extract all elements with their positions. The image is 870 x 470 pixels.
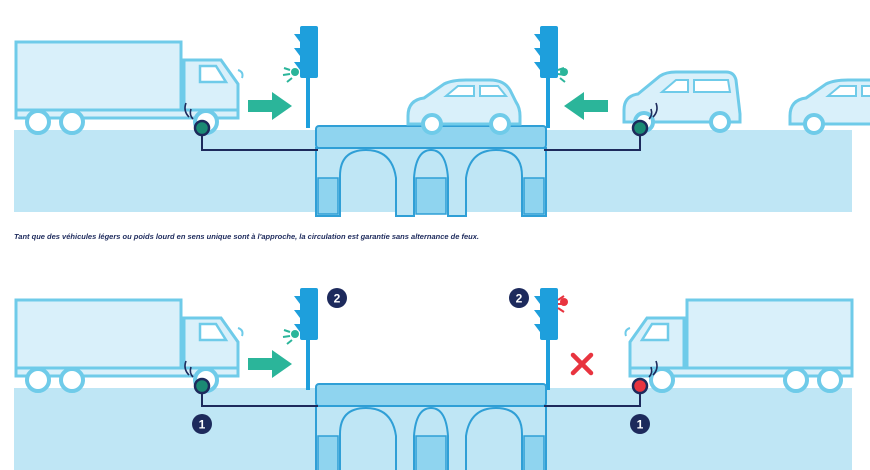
truck-icon	[14, 298, 245, 393]
arrow-left-icon	[564, 92, 608, 120]
traffic-light-icon	[534, 288, 568, 390]
sensor-icon	[631, 102, 658, 137]
sensor-icon	[184, 360, 211, 395]
svg-text:1: 1	[199, 418, 206, 432]
car-icon	[788, 78, 870, 135]
badge-sensor-left: 1	[192, 414, 212, 434]
traffic-light-icon	[534, 26, 568, 128]
svg-text:1: 1	[637, 418, 644, 432]
diagram-caption: Tant que des véhicules légers ou poids l…	[14, 232, 479, 241]
badge-light-left: 2	[327, 288, 347, 308]
truck-icon	[623, 298, 854, 393]
svg-text:2: 2	[334, 292, 341, 306]
sensor-icon	[631, 360, 658, 395]
arrow-right-icon	[248, 350, 292, 378]
badge-sensor-right: 1	[630, 414, 650, 434]
truck-icon	[14, 40, 245, 135]
top-scene	[14, 26, 870, 217]
cross-icon	[570, 352, 594, 376]
traffic-light-icon	[282, 288, 318, 390]
svg-text:2: 2	[516, 292, 523, 306]
car-icon	[406, 78, 522, 135]
badge-light-right: 2	[509, 288, 529, 308]
traffic-light-icon	[282, 26, 318, 128]
bottom-scene: 1 1 2 2	[14, 288, 854, 470]
arrow-right-icon	[248, 92, 292, 120]
sensor-icon	[184, 102, 211, 137]
